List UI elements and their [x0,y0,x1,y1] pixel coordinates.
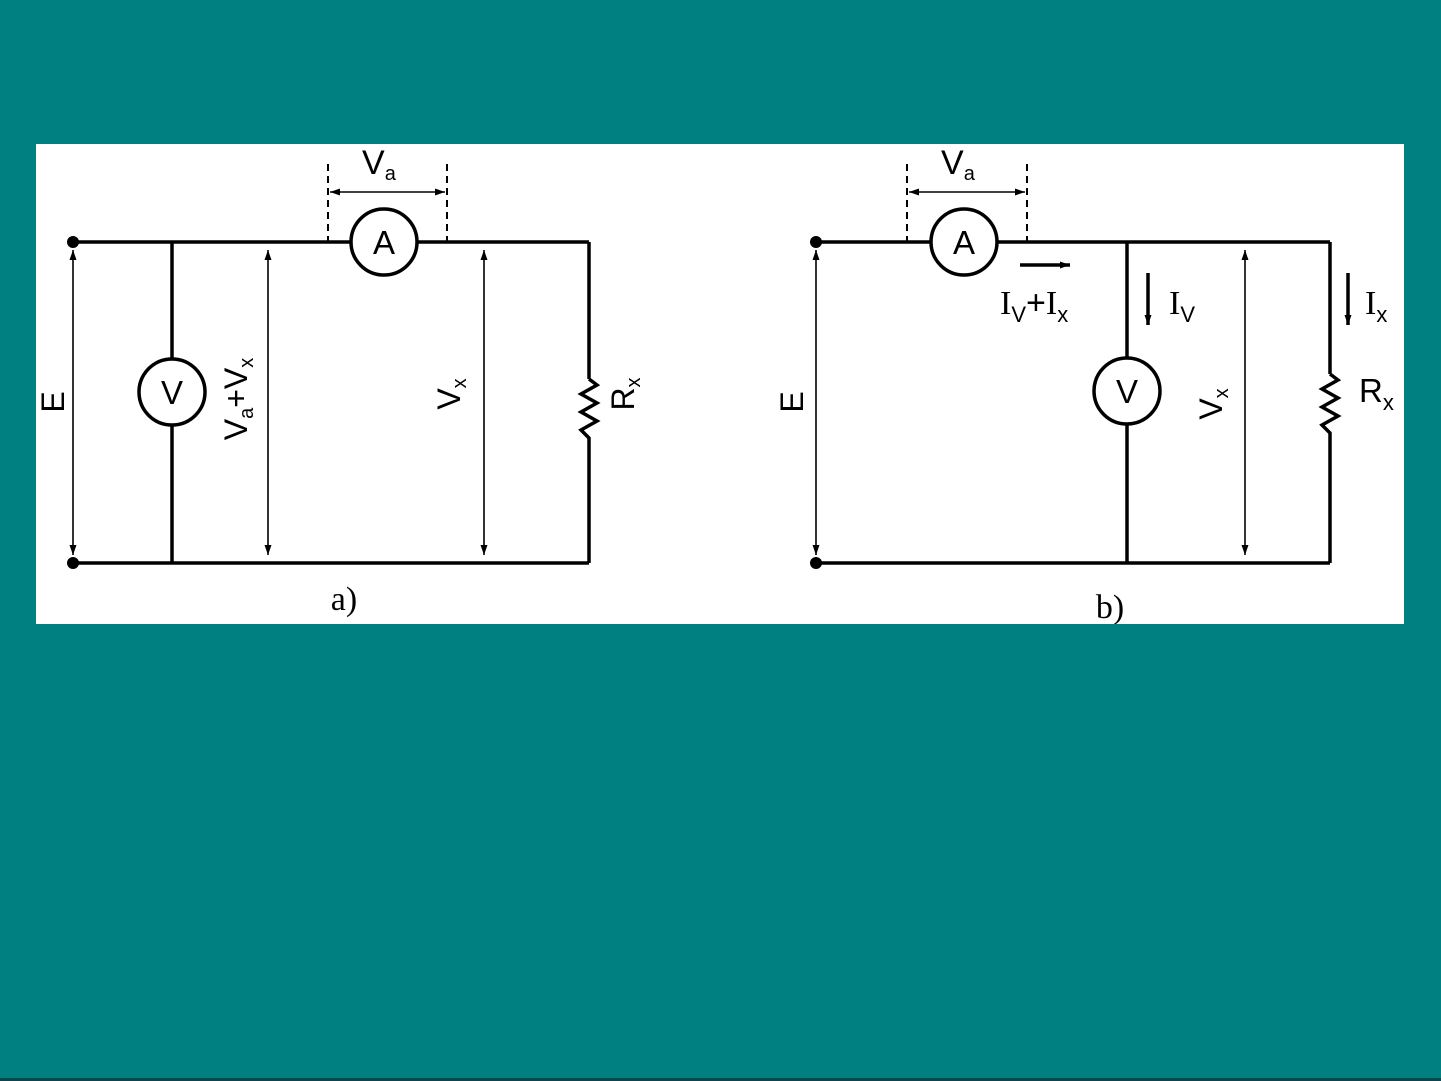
a-terminal-top [67,236,79,248]
a-voltmeter-label: V [161,374,183,411]
b-va-label: Va [941,144,976,185]
a-vx-label: Vx [431,378,471,409]
b-ammeter-label: A [953,224,975,261]
a-terminal-bottom [67,557,79,569]
a-e-label: E [36,391,71,412]
b-voltmeter-current-label: IV [1169,285,1195,327]
b-load-current-label: Ix [1365,285,1387,327]
b-terminal-bottom [810,557,822,569]
b-vx-label: Vx [1193,388,1233,419]
circuit-figure-panel: A V Va E Va+Vx Vx Rx a) [36,144,1404,624]
a-rx-label: Rx [605,377,645,410]
b-e-label: E [774,391,810,412]
a-caption: a) [331,581,357,618]
diagram-a: A V Va E Va+Vx Vx Rx a) [36,144,645,618]
a-resistor-zigzag [581,379,597,445]
a-va-label: Va [362,144,397,185]
b-total-current-label: IV+Ix [1000,284,1068,327]
circuit-diagrams: A V Va E Va+Vx Vx Rx a) [36,144,1404,624]
a-ammeter-label: A [373,224,395,261]
b-resistor-zigzag [1322,374,1338,444]
b-rx-label: Rx [1359,372,1394,415]
b-caption: b) [1096,589,1124,624]
b-terminal-top [810,236,822,248]
a-va-plus-vx-label: Va+Vx [218,358,258,441]
b-voltmeter-label: V [1116,373,1138,410]
diagram-b: A V Va IV+Ix IV Ix E Vx Rx b) [774,144,1394,624]
